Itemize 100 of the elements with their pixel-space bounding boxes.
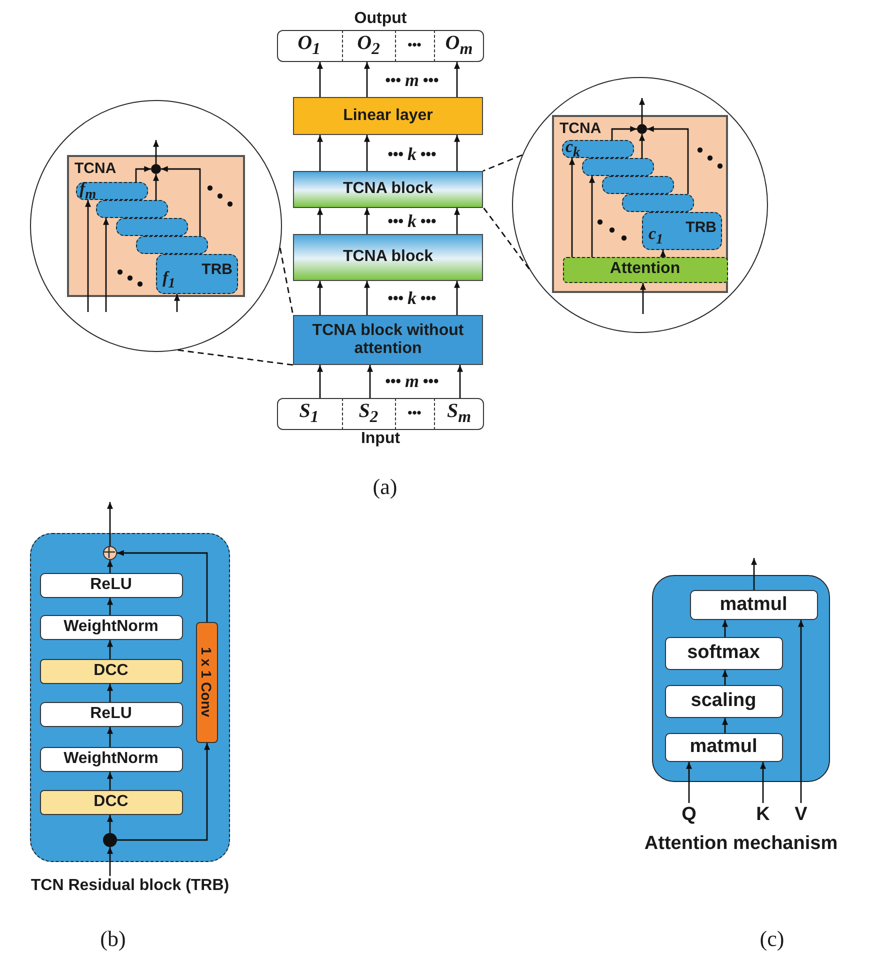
trb-card: [602, 176, 674, 194]
arrow: [317, 135, 323, 171]
arrow: [107, 772, 113, 790]
panel-label: (b): [99, 925, 127, 953]
arrow: [85, 200, 91, 312]
zoom-guide-line: [482, 206, 530, 270]
arrow: [107, 847, 113, 876]
layer-box: [40, 790, 182, 814]
block-label: ReLU: [90, 576, 132, 594]
arrow: [454, 135, 460, 171]
arrow: [454, 281, 460, 315]
attention-block: [562, 256, 728, 282]
symbol-label: S$_{1}$: [299, 400, 319, 427]
arrow: [457, 365, 463, 398]
trb-card: [582, 158, 654, 176]
arrow: [722, 620, 728, 637]
arrow: [153, 140, 159, 164]
operation-box: [690, 590, 818, 620]
arrow: [639, 134, 645, 158]
zoom-guide-line: [178, 349, 294, 366]
heading-label: TCNA: [74, 160, 116, 177]
arrow: [107, 598, 113, 615]
repeat-count-label: ••• k •••: [386, 210, 438, 232]
zoom-circle: [30, 100, 282, 352]
arrow: [107, 815, 113, 833]
zoom-guide-line: [482, 154, 522, 172]
block-label: WeightNorm: [64, 618, 158, 636]
arrow: [317, 62, 323, 97]
arrow: [107, 684, 113, 702]
block-label: TCNA block without attention: [311, 322, 465, 358]
arrow: [364, 281, 370, 315]
arrow: [103, 218, 109, 312]
arrow: [161, 166, 201, 236]
arrow: [107, 560, 113, 573]
repeat-count-label: ••• k •••: [386, 286, 438, 310]
trb-card: [116, 218, 188, 236]
block-label: WeightNorm: [64, 750, 158, 768]
block-label: TRB: [686, 218, 716, 236]
conv-block: [196, 622, 218, 742]
trb-card: [562, 140, 634, 158]
block-label: DCC: [94, 792, 128, 812]
arrow: [174, 294, 180, 312]
arrow: [760, 762, 766, 803]
block-label: ReLU: [90, 704, 132, 724]
trb-card: [156, 254, 238, 294]
arrow: [751, 558, 757, 590]
layer-box: [40, 572, 182, 598]
symbol-label: O$_{1}$: [298, 32, 320, 59]
arrow: [722, 670, 728, 685]
input-letter: V: [794, 804, 808, 826]
junction-dot: [636, 124, 646, 134]
block-label: •••: [408, 406, 422, 421]
layer-box: [40, 658, 182, 684]
block-label: softmax: [687, 642, 760, 664]
symbol-label: f$_{m}$: [80, 180, 96, 202]
repeat-count-label: ••• k •••: [386, 142, 438, 166]
panel-label: (c): [758, 925, 786, 953]
symbol-label: S$_{2}$: [358, 400, 378, 427]
input-letter: Q: [682, 804, 696, 826]
symbol-label: O$_{2}$: [357, 32, 380, 59]
arrow: [117, 743, 210, 841]
operation-box: [664, 732, 782, 762]
arrow: [364, 208, 370, 234]
junction-dot: [150, 164, 160, 174]
arrow: [798, 620, 804, 803]
arrow: [686, 762, 692, 803]
junction-dot: [102, 832, 116, 846]
arrow: [317, 365, 323, 398]
tcna-block: [293, 234, 483, 281]
block-label: Linear layer: [343, 106, 433, 126]
layer-box: [40, 614, 182, 640]
trb-card: [136, 236, 208, 254]
operation-box: [664, 636, 782, 670]
adder-symbol: [102, 546, 116, 560]
layer-box: [40, 702, 182, 726]
tcna-panel: [552, 114, 728, 292]
repeat-count-label: ••• m •••: [384, 68, 440, 92]
input-letter: K: [756, 804, 770, 826]
trb-card: [642, 212, 722, 250]
arrow: [364, 62, 370, 97]
arrow: [317, 208, 323, 234]
symbol-label: c$_{k}$: [566, 138, 580, 160]
layer-box: [40, 746, 182, 772]
operation-box: [664, 684, 782, 718]
block-label: Attention: [610, 260, 680, 279]
symbol-label: S$_{m}$: [446, 400, 472, 427]
block-label: matmul: [690, 736, 758, 758]
heading-label: TCN Residual block (TRB): [30, 877, 230, 896]
block-label: matmul: [720, 594, 788, 616]
block-label: TCNA block: [342, 180, 434, 199]
arrow: [639, 98, 645, 124]
arrow: [367, 365, 373, 398]
repeat-count-label: ••• m •••: [384, 370, 440, 393]
arrow: [364, 135, 370, 171]
arrow: [589, 176, 595, 257]
arrow: [722, 718, 728, 733]
block-label: 1 x 1 Conv: [198, 646, 215, 718]
arrow: [117, 550, 208, 622]
trb-card: [622, 194, 694, 212]
block-label: scaling: [690, 690, 756, 712]
